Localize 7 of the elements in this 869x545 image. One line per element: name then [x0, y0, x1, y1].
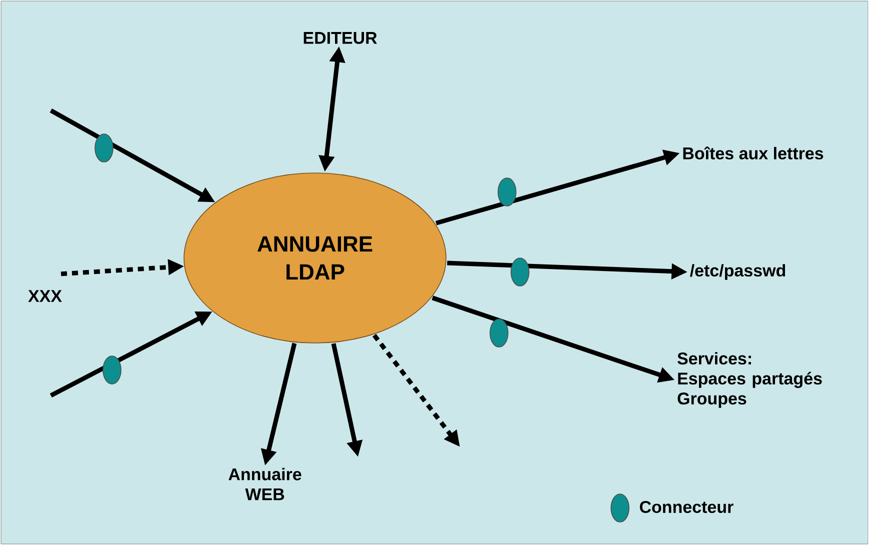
node-label: Boîtes aux lettres	[683, 146, 824, 160]
node-label: /etc/passwd	[690, 264, 786, 280]
node-label: EDITEUR	[304, 32, 377, 44]
legend-label: Connecteur	[640, 500, 734, 514]
node-label: Annuaire WEB	[228, 468, 302, 500]
node-label: Services: Espaces partagés Groupes	[678, 352, 822, 408]
node-label: XXX	[28, 290, 62, 302]
